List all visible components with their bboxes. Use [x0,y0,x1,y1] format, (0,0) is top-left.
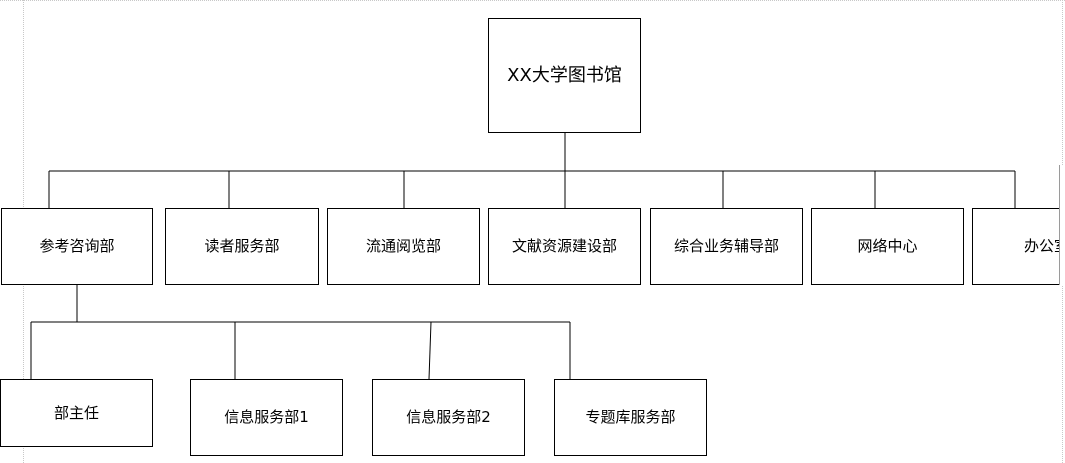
department-label: 综合业务辅导部 [673,237,779,255]
department-node[interactable]: 办公室 [972,208,1062,285]
sub-unit-label: 专题库服务部 [585,408,676,426]
department-node[interactable]: 流通阅览部 [327,208,480,285]
sub-unit-label: 信息服务部2 [406,408,491,426]
department-node[interactable]: 文献资源建设部 [488,208,641,285]
department-label: 文献资源建设部 [511,237,617,255]
department-label: 办公室 [1024,237,1062,255]
sub-unit-node[interactable]: 信息服务部1 [190,379,343,456]
root-label: XX大学图书馆 [507,64,622,86]
sub-unit-node[interactable]: 部主任 [0,379,153,447]
department-node[interactable]: 综合业务辅导部 [650,208,803,285]
department-label: 流通阅览部 [365,237,441,255]
page-guide-top [0,0,1065,1]
department-node[interactable]: 读者服务部 [165,208,319,285]
sub-unit-label: 部主任 [53,403,99,422]
department-node[interactable]: 网络中心 [811,208,964,285]
sub-unit-node[interactable]: 专题库服务部 [554,379,707,456]
department-node[interactable]: 参考咨询部 [1,208,153,285]
department-label: 网络中心 [857,237,918,255]
sub-unit-label: 信息服务部1 [224,408,309,426]
root-node[interactable]: XX大学图书馆 [488,18,641,133]
department-label: 读者服务部 [204,237,280,255]
sub-unit-node[interactable]: 信息服务部2 [372,379,525,456]
drop-sub-3 [428,321,432,380]
page-edge-tab [1059,165,1065,285]
department-label: 参考咨询部 [39,237,115,255]
